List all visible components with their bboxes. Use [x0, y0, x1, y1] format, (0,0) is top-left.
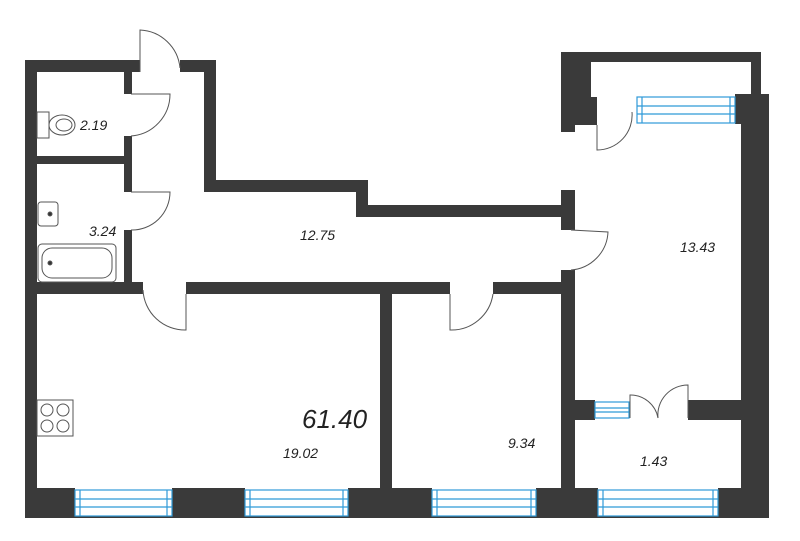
pier-3 [348, 488, 432, 518]
wall-step-1h [204, 180, 364, 192]
door-icon [629, 384, 689, 419]
door-icon [130, 191, 171, 231]
wall-bath-right-b [124, 136, 132, 192]
window-icon [244, 489, 349, 517]
door-icon [596, 111, 633, 151]
wall-right-ledge [573, 97, 597, 125]
window-icon [74, 489, 173, 517]
wall-right-inner-v2 [561, 190, 575, 230]
pier-2 [172, 488, 245, 518]
pier-1 [25, 488, 75, 518]
door-icon [139, 29, 181, 72]
total-area-label: 61.40 [302, 404, 368, 434]
wall-bath-right-a [124, 68, 132, 94]
wall-step-1v [204, 60, 216, 190]
area-label-balcony: 1.43 [640, 453, 668, 469]
wall-room-divider [380, 290, 392, 518]
wall-right-outer [741, 94, 769, 518]
bathtub-icon [37, 243, 117, 283]
fixtures [36, 111, 117, 437]
door-icon [570, 229, 609, 271]
door-icon [449, 293, 494, 331]
area-label-bedroom-middle: 9.34 [508, 435, 536, 451]
area-label-bathroom-bath: 3.24 [89, 223, 117, 239]
pier-4 [536, 488, 598, 518]
wall-corridor-bottom-c [493, 282, 573, 294]
stove-icon [36, 399, 74, 437]
wall-step-2h [356, 205, 571, 217]
window-icon [594, 401, 630, 419]
wall-bath-divider [25, 156, 131, 164]
window-icon [636, 96, 736, 124]
walls [25, 52, 769, 518]
windows [74, 96, 736, 517]
wall-balcony-left [571, 400, 595, 420]
sink-icon [37, 201, 59, 227]
wall-right-cap-r [751, 52, 761, 97]
window-icon [597, 489, 719, 517]
wall-balcony-right [688, 400, 748, 420]
wall-right-topcap [561, 52, 761, 62]
wall-bath-right-c [124, 230, 132, 286]
wall-corridor-bottom-a [25, 282, 143, 294]
wall-right-inner-v3 [561, 270, 575, 518]
window-icon [431, 489, 537, 517]
wall-top-left [25, 60, 140, 72]
toilet-icon [36, 111, 76, 139]
door-icon [130, 93, 171, 137]
door-icon [142, 289, 187, 331]
pier-5 [718, 488, 769, 518]
wall-corridor-bottom-b [186, 282, 450, 294]
area-label-hallway: 12.75 [300, 227, 336, 243]
doors [130, 29, 689, 419]
area-label-bathroom-wc: 2.19 [80, 117, 108, 133]
wall-right-outer-top [735, 94, 769, 124]
area-label-bedroom-right: 13.43 [680, 239, 716, 255]
area-label-living-kitchen: 19.02 [283, 445, 319, 461]
